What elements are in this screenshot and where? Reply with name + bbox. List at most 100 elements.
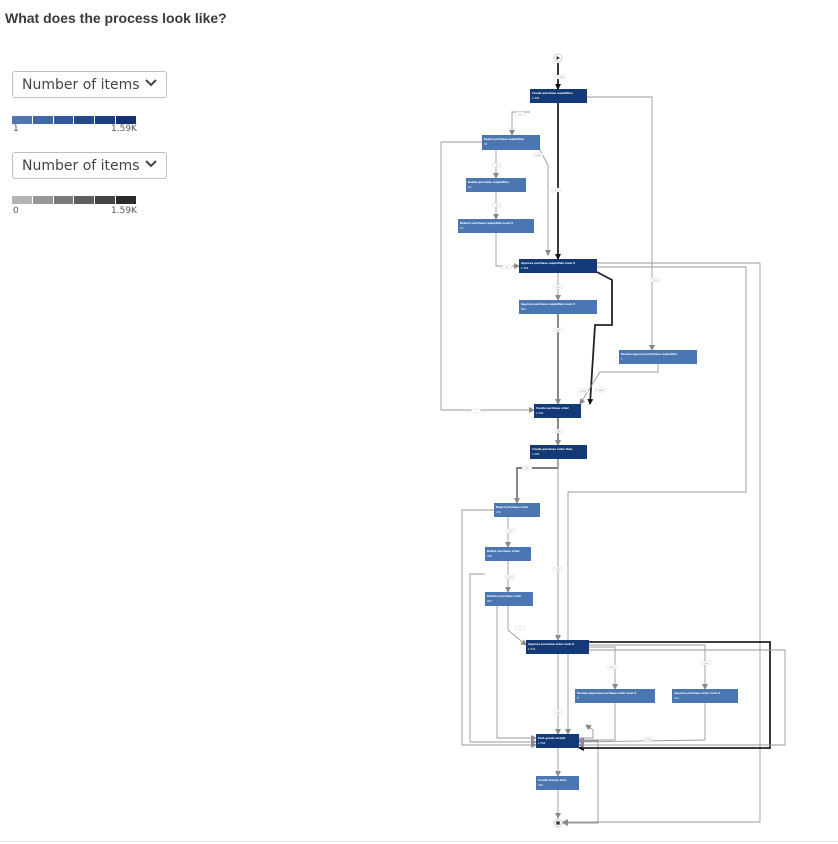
- activity-node-title: Restore purchase requisition level 0: [460, 221, 513, 225]
- start-event[interactable]: [553, 53, 563, 63]
- svg-text:326: 326: [556, 712, 561, 714]
- edge-label: 1,584: [594, 387, 606, 393]
- activity-node-box: [485, 592, 533, 606]
- activity-node-box: [530, 89, 587, 103]
- activity-node-count: 1: [621, 357, 623, 361]
- edge-scale-swatch: [53, 196, 74, 204]
- svg-text:16: 16: [496, 205, 499, 207]
- flow-edge[interactable]: [578, 649, 786, 748]
- svg-text:144: 144: [556, 569, 561, 571]
- edge-metric-select[interactable]: Number of items: [12, 152, 167, 179]
- activity-node-count: 144: [674, 696, 679, 700]
- activity-node-title: Reject purchase requisition: [484, 137, 524, 141]
- flow-edge[interactable]: [589, 646, 618, 690]
- edge-scale-swatch: [12, 196, 32, 204]
- flow-edge[interactable]: [587, 96, 655, 351]
- edge-scale-max: 1.59K: [111, 206, 137, 216]
- svg-text:1,584: 1,584: [535, 155, 541, 157]
- edge-label: 1,584: [577, 388, 589, 394]
- edge-label: 1,552: [606, 664, 618, 670]
- edge-label: 144: [552, 566, 564, 572]
- activity-node-box: [519, 300, 597, 314]
- flow-edge[interactable]: [565, 266, 747, 735]
- activity-node-box: [534, 404, 581, 418]
- node-scale-swatch: [116, 116, 136, 124]
- end-event[interactable]: [553, 818, 563, 828]
- flow-edge[interactable]: [461, 509, 537, 748]
- flow-edge[interactable]: [578, 703, 616, 743]
- svg-text:1,584: 1,584: [597, 390, 603, 392]
- activity-node-count: 323: [487, 599, 492, 603]
- activity-node-title: Create purchase order item: [532, 447, 573, 451]
- edge-scale-swatch: [74, 196, 95, 204]
- flow-edge[interactable]: [587, 271, 613, 405]
- activity-node-box: [494, 503, 540, 517]
- edge-label: 326: [552, 709, 564, 715]
- edge-label: 326: [700, 660, 712, 666]
- node-metric-select[interactable]: Number of items: [12, 71, 167, 98]
- activity-node-title: Delete purchase requisition: [468, 180, 509, 184]
- activity-node[interactable]: Approve purchase order level 01,552: [526, 640, 589, 654]
- edge-scale-swatch: [32, 196, 53, 204]
- activity-node-box: [536, 776, 579, 790]
- flow-edge[interactable]: [562, 740, 599, 826]
- activity-node-title: Delete purchase order: [487, 549, 520, 553]
- activity-node-count: 33: [484, 142, 488, 146]
- node-scale-swatch: [95, 116, 116, 124]
- node-scale-swatch: [12, 116, 32, 124]
- flow-edge[interactable]: [578, 641, 771, 751]
- activity-node-box: [482, 135, 540, 150]
- edge-label: 320: [521, 465, 533, 471]
- flow-edge[interactable]: [562, 262, 761, 825]
- activity-node-title: Create purchase requisition: [532, 91, 573, 95]
- flow-edge[interactable]: [469, 573, 537, 745]
- edge-label: 1,584: [532, 152, 544, 158]
- flow-edge[interactable]: [579, 364, 659, 405]
- svg-text:602: 602: [556, 330, 561, 332]
- activity-node-box: [466, 178, 526, 192]
- flow-edge[interactable]: [539, 149, 551, 256]
- flow-edge[interactable]: [589, 644, 708, 690]
- activity-node-title: Approve purchase order level 0: [528, 642, 574, 646]
- activity-node-title: Create purchase order: [536, 406, 570, 410]
- flow-edge[interactable]: [578, 703, 706, 745]
- edge-label: 134: [552, 428, 564, 434]
- activity-node-box: [458, 219, 534, 233]
- edge-color-scale: [12, 196, 136, 204]
- flow-edge[interactable]: [496, 606, 537, 741]
- activity-node-box: [536, 734, 579, 748]
- page-title: What does the process look like?: [5, 10, 227, 26]
- svg-text:1: 1: [475, 411, 477, 413]
- activity-node[interactable]: Revoke approved purchase order level 05: [575, 689, 655, 703]
- activity-node-count: 1,584: [536, 411, 544, 415]
- edge-label: 1,551: [550, 187, 562, 193]
- flow-edge[interactable]: [514, 459, 559, 504]
- flow-edge[interactable]: [495, 233, 520, 269]
- activity-node-count: 16: [468, 185, 472, 189]
- activity-node[interactable]: Approve purchase requisition level 01,58…: [519, 259, 597, 273]
- activity-node-box: [519, 259, 597, 273]
- activity-node-title: Restore purchase order: [487, 594, 522, 598]
- flow-edge[interactable]: [579, 724, 594, 739]
- flow-edge[interactable]: [507, 606, 527, 646]
- edge-label: 16: [501, 264, 513, 270]
- edge-label: 128: [649, 277, 661, 283]
- activity-node[interactable]: Restore purchase requisition level 016: [458, 219, 534, 233]
- node-metric-select-label: Number of items: [22, 77, 140, 93]
- flow-edge[interactable]: [440, 141, 535, 413]
- activity-node-title: Reject purchase order: [496, 505, 529, 509]
